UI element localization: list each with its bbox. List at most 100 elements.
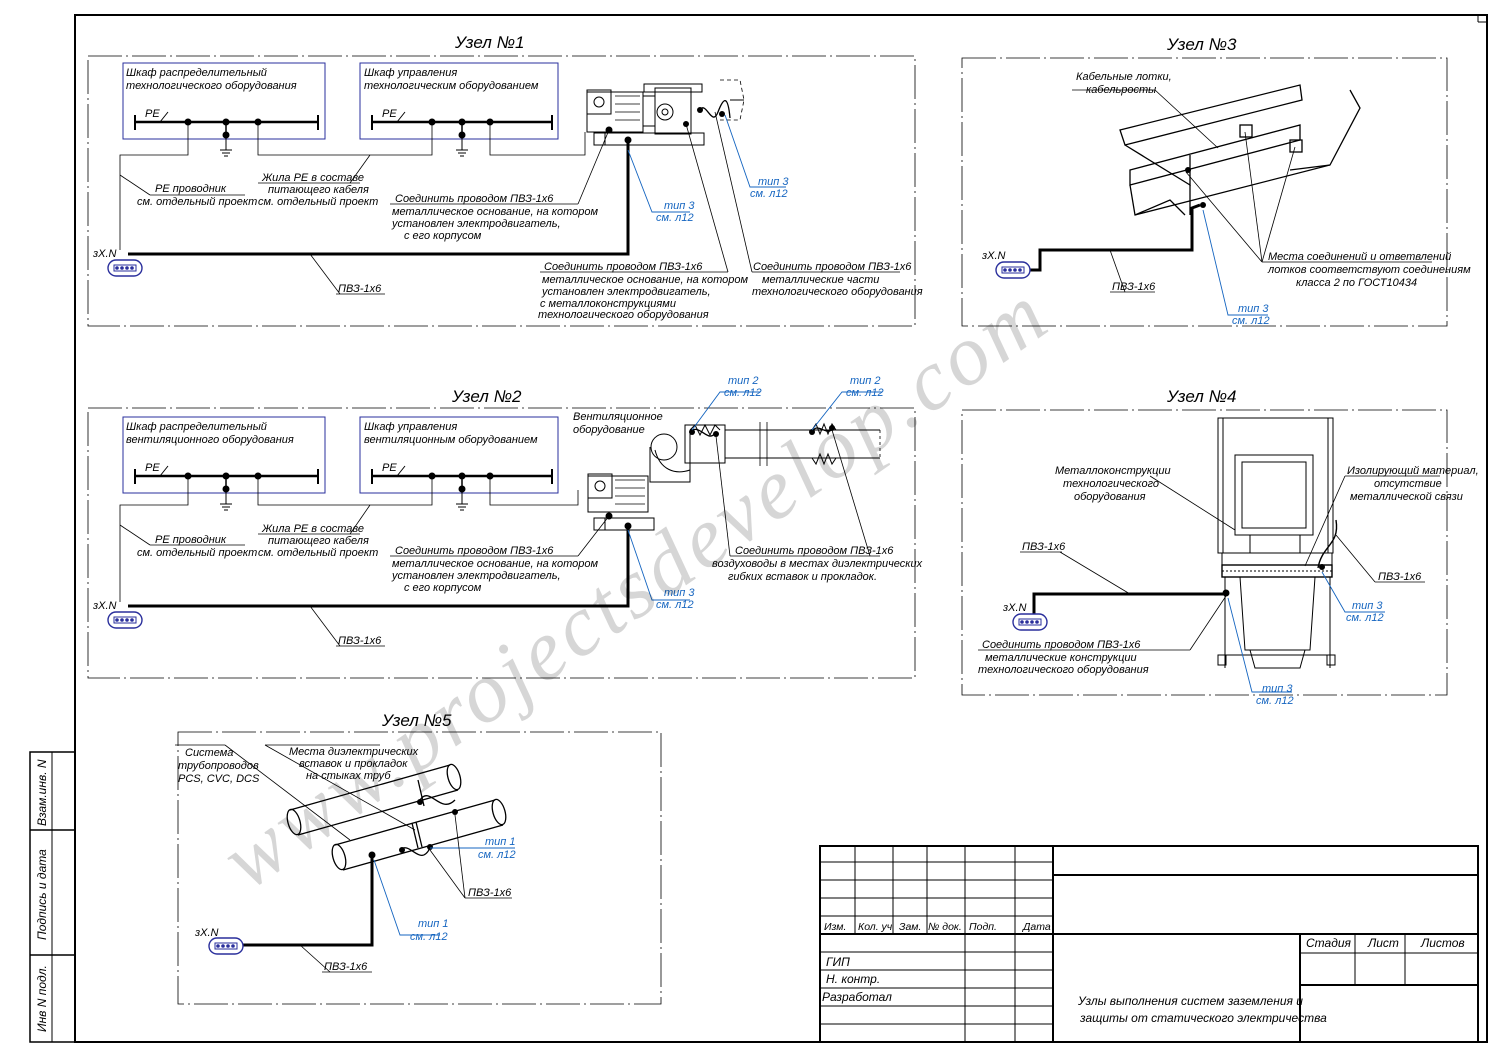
node-2: Узел №2 Шкаф распределительный вентиляци…	[87, 375, 923, 679]
node-5-places-3: на стыках труб	[306, 770, 391, 782]
node-2-tip3-2: см. л12	[656, 599, 694, 611]
node-1-tip3a-2: см. л12	[656, 212, 694, 224]
node-1-tip3a-1: тип 3	[664, 200, 695, 212]
node-1-pe1: PE	[145, 108, 160, 120]
node-3-tip3-2: см. л12	[1232, 315, 1270, 327]
doc-title-line2: защиты от статического электричества	[1079, 1011, 1327, 1025]
node-5-tip1b-2: см. л12	[410, 931, 448, 943]
node-4-insul-2: отсутствие	[1374, 478, 1442, 490]
node-2-tip2b-2: см. л12	[846, 387, 884, 399]
node-1-conn-struct-5: технологического оборудования	[538, 309, 709, 321]
node-2-title: Узел №2	[451, 387, 522, 406]
node-1-cab2-line1: Шкаф управления	[364, 67, 457, 79]
node-2-conn-ducts-2: воздуховоды в местах диэлектрических	[712, 558, 923, 570]
node-4-terminal: зХ.N	[1002, 602, 1027, 614]
node-4-metal-2: технологического	[1063, 478, 1159, 490]
node-2-conn-motor-4: с его корпусом	[404, 582, 482, 594]
col-data: Дата	[1022, 921, 1051, 933]
node-2-vent-2: оборудование	[573, 424, 645, 436]
node-5: Узел №5 зХ.N Система трубопроводов PCS,	[175, 711, 662, 1005]
node-1-pe-core-3: см. отдельный проект	[258, 196, 378, 208]
node-4-insul-1: Изолирующий материал,	[1347, 465, 1479, 477]
watermark: www.projectsdevelop.com	[204, 264, 1066, 908]
node-4-tip3b-2: см. л12	[1256, 695, 1294, 707]
node-4-tip3a-1: тип 3	[1352, 600, 1383, 612]
node-1-conn-struct-2: металлическое основание, на котором	[542, 274, 749, 286]
row-n-kontr: Н. контр.	[826, 972, 880, 986]
inv-podl-label: Инв N подл.	[35, 965, 49, 1032]
node-4-tip3a-2: см. л12	[1346, 612, 1384, 624]
col-kol-uch: Кол. уч	[858, 921, 893, 933]
node-2-pe-core-3: см. отдельный проект	[258, 547, 378, 559]
node-2-cab2-line1: Шкаф управления	[364, 421, 457, 433]
node-1-conn-parts-1: Соединить проводом ПВЗ-1х6	[753, 261, 912, 273]
terminal-4	[1012, 613, 1048, 631]
node-1-pe2: PE	[382, 108, 397, 120]
node-2-cab1-line1: Шкаф распределительный	[126, 421, 267, 433]
node-3-terminal: зХ.N	[981, 250, 1006, 262]
node-2-wire: ПВЗ-1х6	[338, 635, 382, 647]
hopper-equipment	[1217, 417, 1336, 669]
node-5-wire: ПВЗ-1х6	[324, 961, 368, 973]
node-2-conn-ducts-3: гибких вставок и прокладок.	[728, 571, 877, 583]
node-2-pe-cond-1: PE проводник	[155, 534, 227, 546]
node-5-places-2: вставок и прокладок	[299, 758, 408, 770]
node-1-conn-motor-4: с его корпусом	[404, 230, 482, 242]
terminal-1	[107, 259, 143, 277]
node-4-metal-1: Металлоконструкции	[1055, 465, 1171, 477]
node-2-vent-1: Вентиляционное	[573, 411, 663, 423]
node-2-pe-core-2: питающего кабеля	[268, 535, 369, 547]
node-1-tip3b-1: тип 3	[758, 176, 789, 188]
col-podp: Подп.	[969, 921, 997, 933]
node-1-cab1-line2: технологического оборудования	[126, 80, 297, 92]
node-1-conn-motor-2: металлическое основание, на котором	[392, 206, 599, 218]
node-2-tip2a-2: см. л12	[724, 387, 762, 399]
node-3-trays-1: Кабельные лотки,	[1076, 71, 1172, 83]
node-5-tip1a-2: см. л12	[478, 849, 516, 861]
doc-title-line1: Узлы выполнения систем заземления и	[1077, 994, 1303, 1008]
vzam-inv-label: Взам.инв. N	[35, 759, 49, 826]
node-4-wire-right: ПВЗ-1х6	[1378, 571, 1422, 583]
node-2-conn-ducts-1: Соединить проводом ПВЗ-1х6	[735, 545, 894, 557]
node-1-tip3b-2: см. л12	[750, 188, 788, 200]
terminal-2	[107, 611, 143, 629]
node-5-places-1: Места диэлектрических	[289, 746, 419, 758]
node-2-conn-motor-2: металлическое основание, на котором	[392, 558, 599, 570]
node-3-trays-2: кабельросты	[1086, 84, 1156, 96]
header-stadiya: Стадия	[1306, 936, 1352, 950]
node-1-conn-parts-2: металлические части	[762, 274, 879, 286]
node-2-cab1-line2: вентиляционного оборудования	[126, 434, 294, 446]
node-1-pe-cond-2: см. отдельный проект	[137, 196, 257, 208]
node-1-wire: ПВЗ-1х6	[338, 283, 382, 295]
node-1-conn-motor-3: установлен электродвигатель,	[391, 218, 561, 230]
podpis-label: Подпись и дата	[35, 849, 49, 940]
node-4-insul-3: металлической связи	[1350, 491, 1463, 503]
node-4-conn-2: металлические конструкции	[985, 652, 1137, 664]
node-5-system-2: трубопроводов	[178, 760, 259, 772]
node-3-tip3-1: тип 3	[1238, 303, 1269, 315]
node-5-wire-mid: ПВЗ-1х6	[468, 887, 512, 899]
node-1-pe-core-2: питающего кабеля	[268, 184, 369, 196]
header-list: Лист	[1367, 936, 1399, 950]
node-1-conn-motor-1: Соединить проводом ПВЗ-1х6	[395, 193, 554, 205]
node-3-wire: ПВЗ-1х6	[1112, 281, 1156, 293]
node-2-tip3-1: тип 3	[664, 587, 695, 599]
node-4-wire-left: ПВЗ-1х6	[1022, 541, 1066, 553]
node-1-conn-struct-3: установлен электродвигатель,	[541, 286, 711, 298]
title-block: Изм. Кол. уч Зам. № док. Подп. Дата ГИП …	[819, 845, 1479, 1043]
node-4-conn-1: Соединить проводом ПВЗ-1х6	[982, 639, 1141, 651]
row-razrabotal: Разработал	[822, 990, 892, 1004]
node-4-title: Узел №4	[1166, 387, 1236, 406]
fan-2	[650, 433, 678, 461]
node-1-cab2-line2: технологическим оборудованием	[364, 80, 539, 92]
cable-tray	[1119, 84, 1361, 216]
row-gip: ГИП	[826, 955, 850, 969]
node-2-conn-motor-3: установлен электродвигатель,	[391, 570, 561, 582]
terminal-5	[208, 937, 244, 955]
node-1-pe-core-1: Жила PE в составе	[261, 172, 364, 184]
header-listov: Листов	[1420, 936, 1465, 950]
node-1-pe-cond-1: PE проводник	[155, 183, 227, 195]
pipes	[286, 763, 507, 871]
col-izm: Изм.	[824, 921, 846, 933]
